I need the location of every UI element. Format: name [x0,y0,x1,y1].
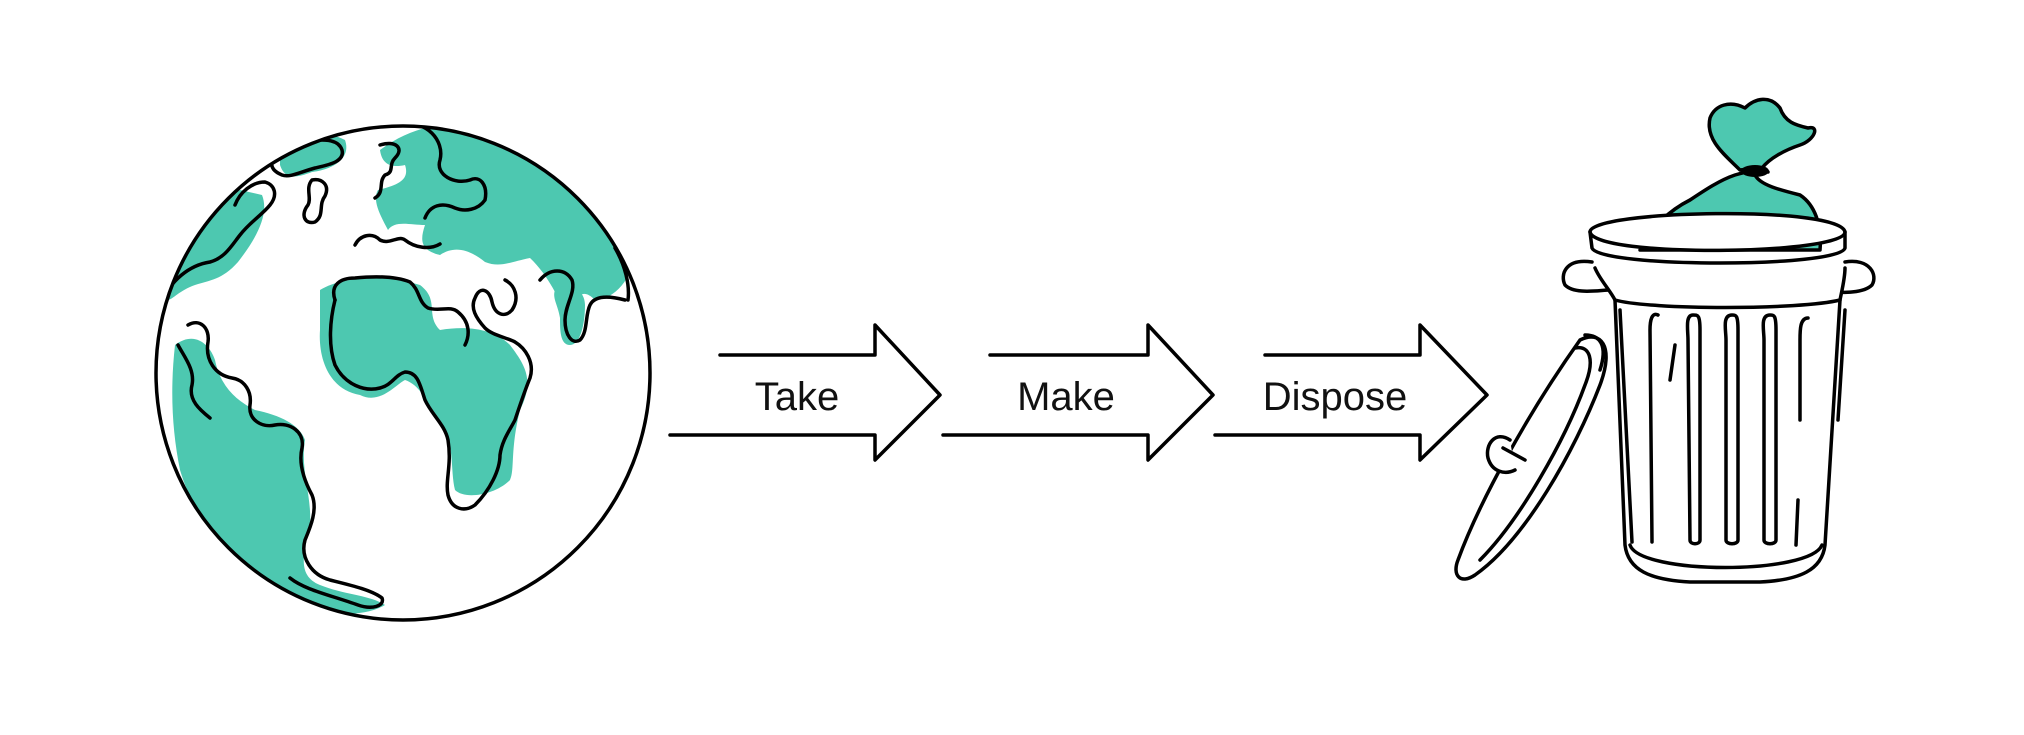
step-label-make: Make [1017,375,1115,419]
arrow-dispose [1213,323,1489,462]
trash-can-lid [1454,333,1608,581]
arrow-take [668,323,942,462]
step-label-take: Take [755,375,840,419]
step-label-dispose: Dispose [1263,375,1408,419]
trash-can-icon [1454,97,1876,584]
globe-icon [154,124,652,622]
arrow-make [941,323,1215,462]
